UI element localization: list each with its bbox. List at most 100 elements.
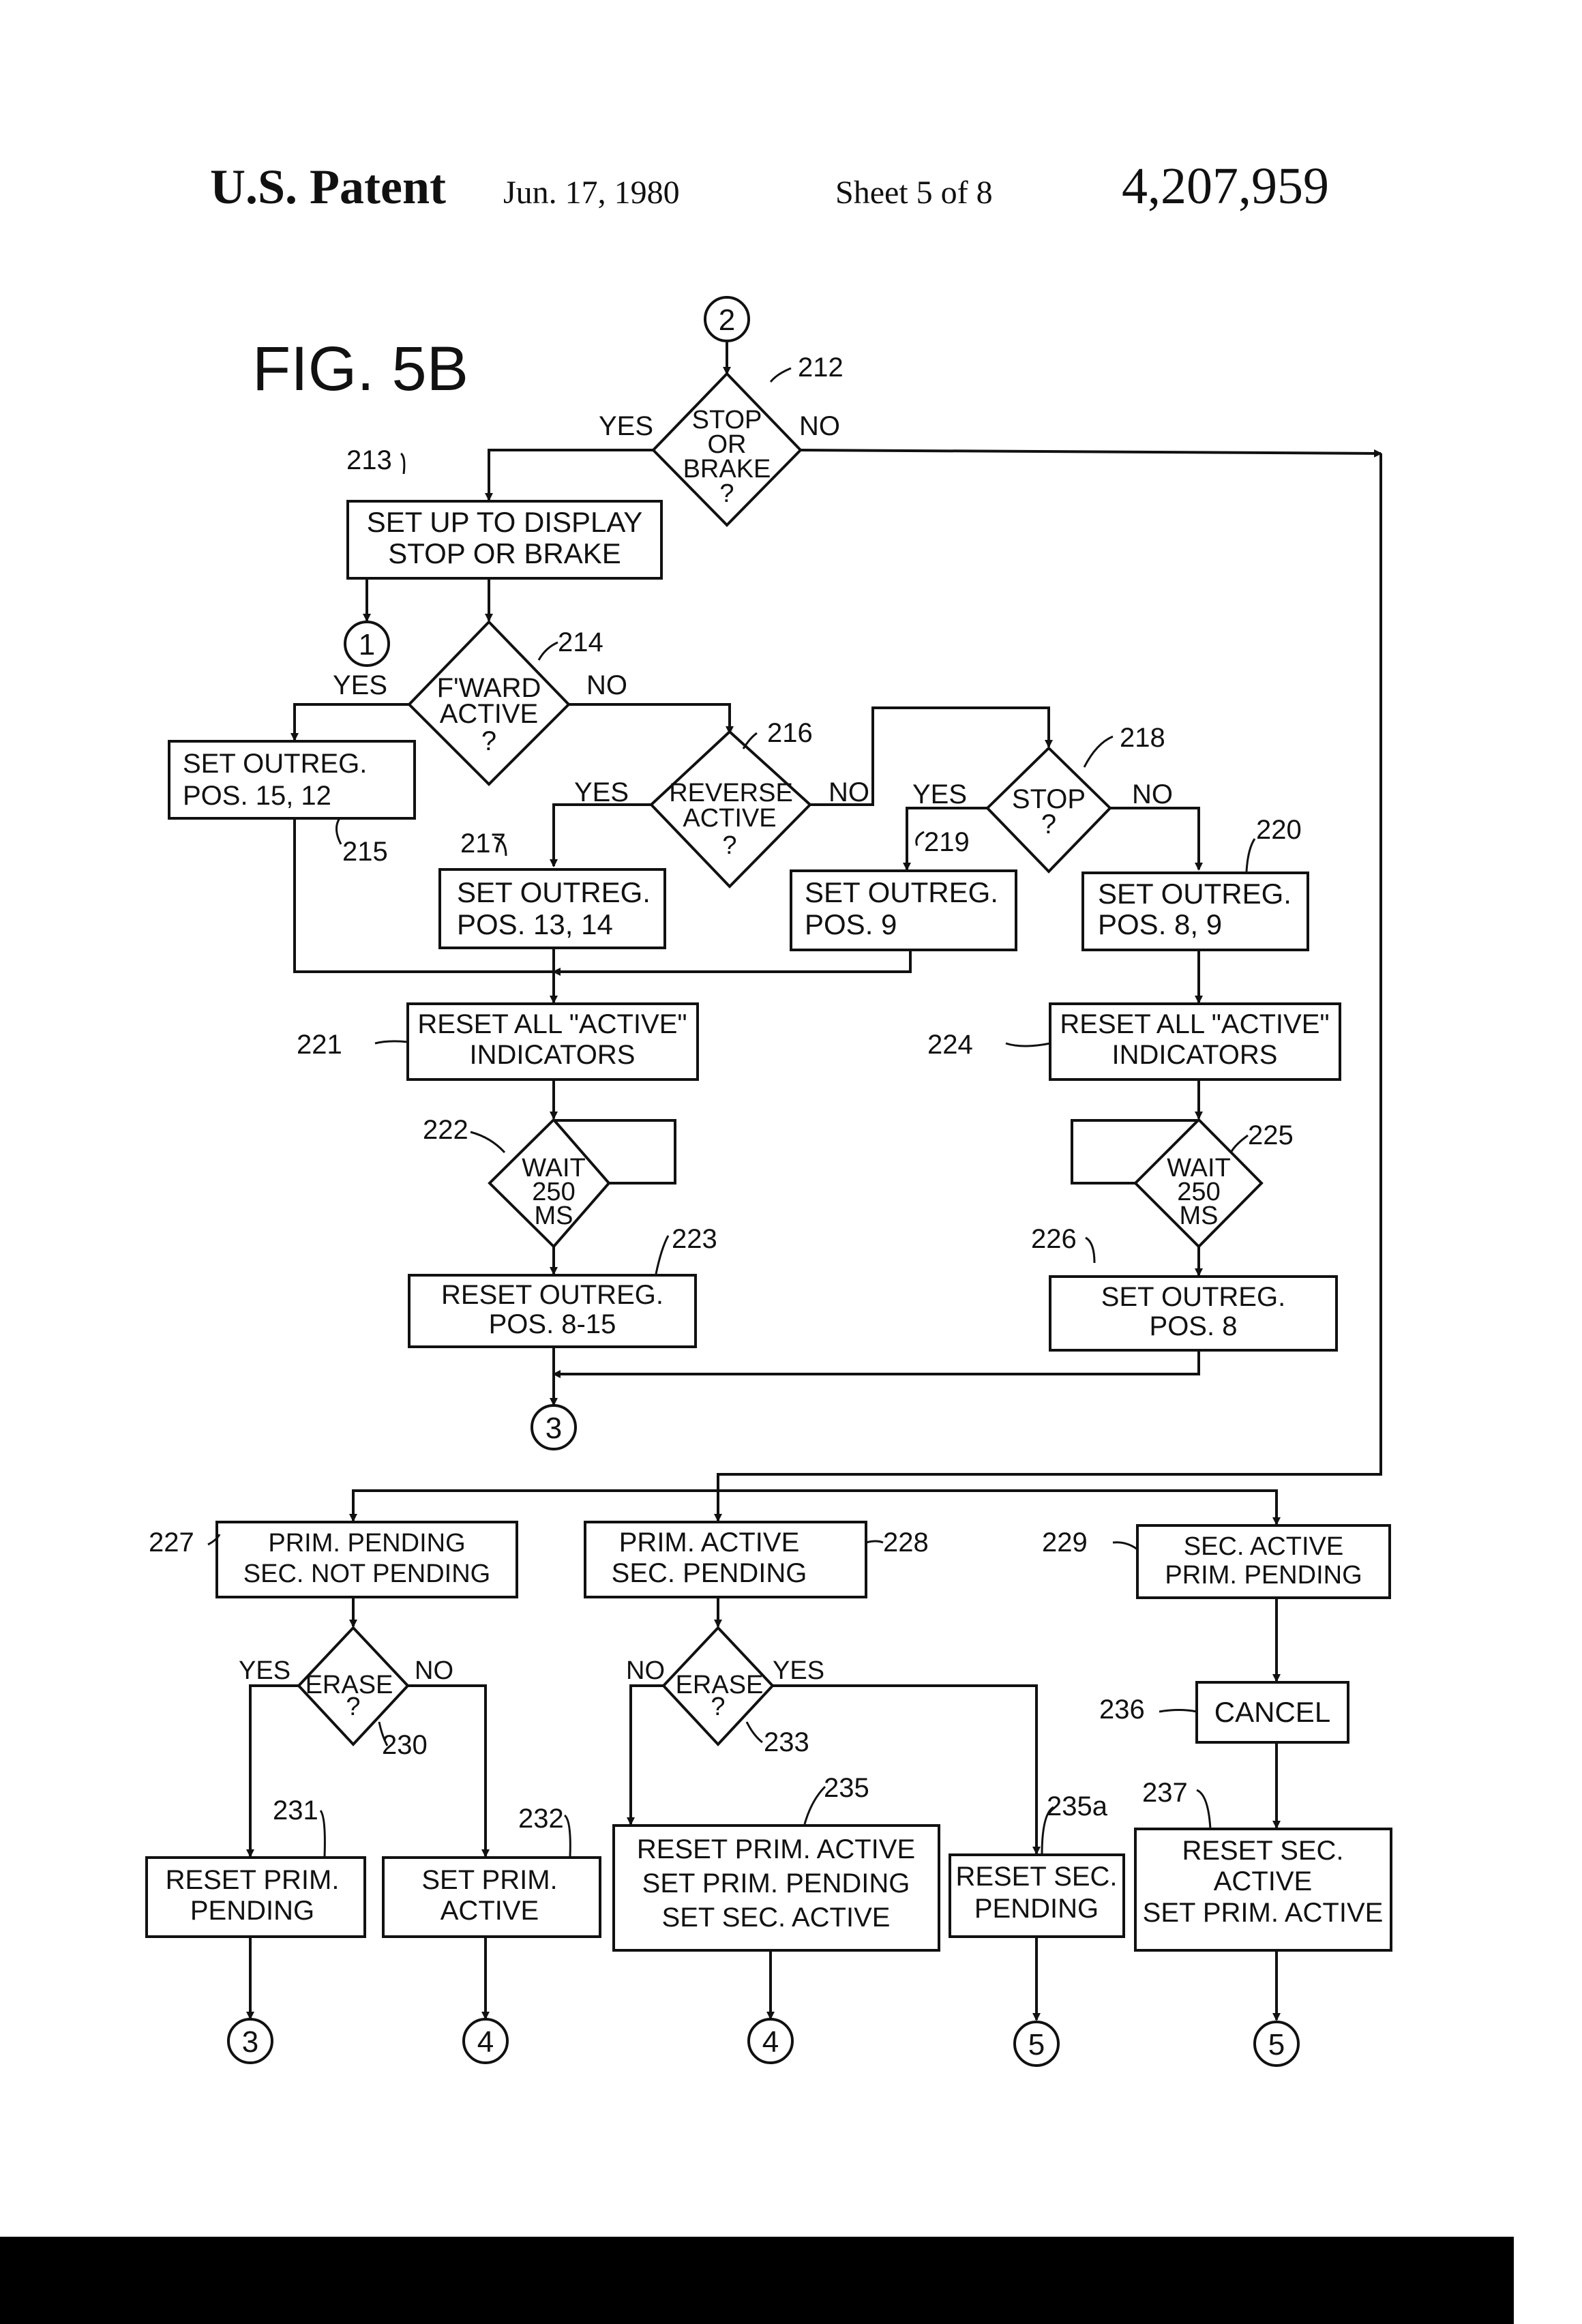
svg-text:RESET ALL "ACTIVE": RESET ALL "ACTIVE" [417, 1009, 687, 1039]
leader-line [1231, 1135, 1248, 1152]
svg-text:POS. 9: POS. 9 [805, 908, 897, 940]
flow-line [801, 450, 1381, 453]
box-set-outreg-8: SET OUTREG. POS. 8 [1050, 1277, 1337, 1350]
box-reset-outreg-8-15: RESET OUTREG. POS. 8-15 [409, 1275, 696, 1347]
box-reset-sec-active: RESET SEC. ACTIVE SET PRIM. ACTIVE [1135, 1829, 1391, 1950]
leader-line [336, 818, 341, 844]
svg-text:MS: MS [535, 1202, 573, 1230]
connector-circle-5: 5 [1015, 2022, 1058, 2066]
no-label: NO [626, 1656, 665, 1685]
svg-text:?: ? [481, 726, 496, 756]
svg-text:POS. 13, 14: POS. 13, 14 [457, 908, 613, 940]
svg-text:SET OUTREG.: SET OUTREG. [1098, 878, 1292, 910]
ref-number: 236 [1099, 1695, 1145, 1725]
svg-text:INDICATORS: INDICATORS [470, 1040, 636, 1070]
svg-text:SET OUTREG.: SET OUTREG. [1101, 1282, 1285, 1312]
connector-circle-2: 2 [705, 297, 749, 341]
flow-line [554, 950, 910, 972]
ref-number: 221 [297, 1030, 342, 1060]
leader-line [656, 1236, 668, 1274]
leader-line [375, 1041, 408, 1043]
leader-line [805, 1787, 825, 1824]
ref-number: 229 [1042, 1528, 1088, 1558]
svg-text:PENDING: PENDING [974, 1894, 1099, 1924]
ref-number: 212 [798, 353, 844, 383]
svg-text:PENDING: PENDING [190, 1896, 314, 1926]
patent-date: Jun. 17, 1980 [503, 175, 680, 211]
connector-circle-1: 1 [345, 622, 389, 666]
ref-number: 232 [518, 1804, 564, 1834]
leader-line [1197, 1790, 1210, 1829]
leader-line [1159, 1710, 1197, 1712]
svg-text:?: ? [1041, 809, 1056, 839]
box-reset-active-indicators: RESET ALL "ACTIVE" INDICATORS [1050, 1004, 1340, 1079]
flow-line [1110, 808, 1199, 869]
page-header: U.S. Patent Jun. 17, 1980 Sheet 5 of 8 4… [210, 158, 1329, 215]
leader-line [471, 1132, 505, 1152]
svg-text:REVERSE: REVERSE [669, 779, 793, 807]
ref-number: 228 [883, 1528, 929, 1558]
decision-forward-active: F'WARD ACTIVE ? [409, 622, 569, 784]
box-reset-prim-pending: RESET PRIM. PENDING [147, 1858, 365, 1937]
ref-number: 218 [1120, 723, 1165, 753]
ref-number: 214 [558, 627, 603, 657]
leader-line [916, 832, 924, 846]
box-set-outreg-13-14: SET OUTREG. POS. 13, 14 [440, 869, 665, 948]
svg-text:SET UP TO DISPLAY: SET UP TO DISPLAY [367, 506, 643, 538]
connector-circle-5: 5 [1255, 2022, 1298, 2066]
svg-text:1: 1 [359, 628, 375, 661]
box-set-outreg-9: SET OUTREG. POS. 9 [791, 871, 1016, 950]
leader-line [743, 733, 757, 749]
scan-border-bar [0, 2237, 1514, 2324]
box-sec-active-prim-pending: SEC. ACTIVE PRIM. PENDING [1137, 1525, 1390, 1598]
leader-line [771, 368, 791, 382]
svg-text:POS. 15, 12: POS. 15, 12 [183, 781, 331, 811]
svg-text:RESET PRIM.: RESET PRIM. [166, 1865, 340, 1895]
ref-number: 213 [346, 445, 392, 475]
svg-text:SEC. ACTIVE: SEC. ACTIVE [1184, 1532, 1343, 1561]
patent-number: 4,207,959 [1122, 158, 1329, 215]
box-set-prim-active: SET PRIM. ACTIVE [383, 1858, 600, 1937]
flow-line [408, 1686, 486, 1856]
svg-text:ACTIVE: ACTIVE [1214, 1866, 1312, 1896]
svg-text:SEC. NOT PENDING: SEC. NOT PENDING [243, 1560, 490, 1588]
svg-text:POS. 8-15: POS. 8-15 [489, 1309, 616, 1339]
yes-label: YES [333, 670, 387, 700]
svg-text:2: 2 [719, 303, 735, 337]
svg-text:STOP OR BRAKE: STOP OR BRAKE [388, 537, 621, 569]
svg-text:RESET SEC.: RESET SEC. [1182, 1836, 1343, 1866]
ref-number: 225 [1248, 1120, 1294, 1150]
flow-line [489, 450, 653, 500]
leader-line [866, 1541, 883, 1543]
svg-text:3: 3 [546, 1412, 562, 1445]
svg-text:SET PRIM.: SET PRIM. [421, 1865, 557, 1895]
leader-line [320, 1811, 325, 1856]
ref-number: 227 [149, 1528, 194, 1558]
yes-label: YES [574, 777, 629, 807]
connector-circle-4: 4 [749, 2019, 792, 2063]
leader-line [1084, 736, 1113, 767]
box-reset-active-indicators: RESET ALL "ACTIVE" INDICATORS [408, 1004, 698, 1079]
svg-text:3: 3 [242, 2025, 258, 2059]
svg-text:SET SEC. ACTIVE: SET SEC. ACTIVE [662, 1903, 891, 1933]
branch-labels: YES NO YES NO YES NO YES NO YES NO NO YE… [239, 411, 1173, 1685]
leader-line [1247, 839, 1255, 872]
leader-line [539, 642, 558, 660]
svg-text:?: ? [722, 831, 736, 860]
leader-line [1086, 1238, 1094, 1263]
yes-label: YES [773, 1656, 824, 1685]
box-set-outreg-15-12: SET OUTREG. POS. 15, 12 [169, 741, 415, 818]
svg-text:ACTIVE: ACTIVE [683, 804, 776, 833]
decision-stop-or-brake: STOP OR BRAKE ? [653, 374, 801, 525]
no-label: NO [1132, 779, 1173, 809]
no-label: NO [829, 777, 869, 807]
svg-text:RESET ALL "ACTIVE": RESET ALL "ACTIVE" [1060, 1009, 1329, 1039]
ref-number: 226 [1031, 1224, 1077, 1254]
flow-line [554, 805, 651, 866]
ref-number: 235a [1047, 1791, 1108, 1821]
decision-reverse-active: REVERSE ACTIVE ? [651, 732, 810, 887]
ref-number: 223 [672, 1224, 717, 1254]
svg-text:SET OUTREG.: SET OUTREG. [457, 876, 651, 908]
leader-line [747, 1722, 762, 1742]
